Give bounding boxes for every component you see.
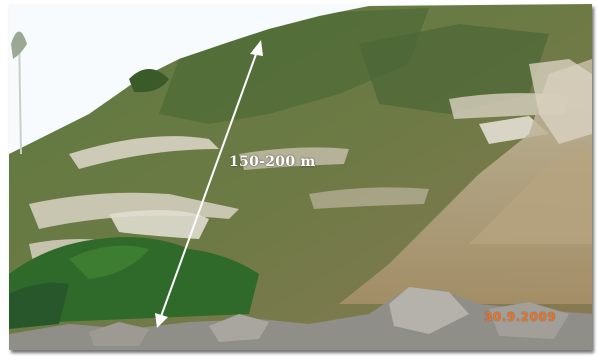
rock-band xyxy=(29,192,239,229)
rock-band xyxy=(109,210,209,239)
shrub-highlight xyxy=(69,245,149,279)
hillside-scene xyxy=(9,4,592,350)
rock-band xyxy=(479,116,549,144)
debris-slope xyxy=(469,144,592,244)
boulder xyxy=(209,314,269,342)
upper-vegetation xyxy=(159,8,429,124)
rock-band xyxy=(69,136,219,169)
exposed-rock xyxy=(529,59,592,144)
measurement-arrow xyxy=(158,45,260,323)
shrub-shadow xyxy=(9,282,69,329)
date-stamp: 30.9.2009 xyxy=(484,310,557,324)
arrow-head-bottom xyxy=(155,313,168,328)
boulder xyxy=(389,287,469,334)
hilltop-tree xyxy=(129,69,169,93)
tree-crown xyxy=(11,31,27,59)
rock-band xyxy=(309,187,429,209)
arrow-head-top xyxy=(250,40,263,56)
rock-band xyxy=(239,147,349,170)
landslide-photo: 150-200 m 30.9.2009 xyxy=(9,4,592,350)
tree-trunk xyxy=(18,33,22,155)
boulder xyxy=(89,322,149,346)
height-measurement-label: 150-200 m xyxy=(229,154,316,170)
upper-right-vegetation xyxy=(359,24,549,114)
boulder xyxy=(489,302,569,339)
